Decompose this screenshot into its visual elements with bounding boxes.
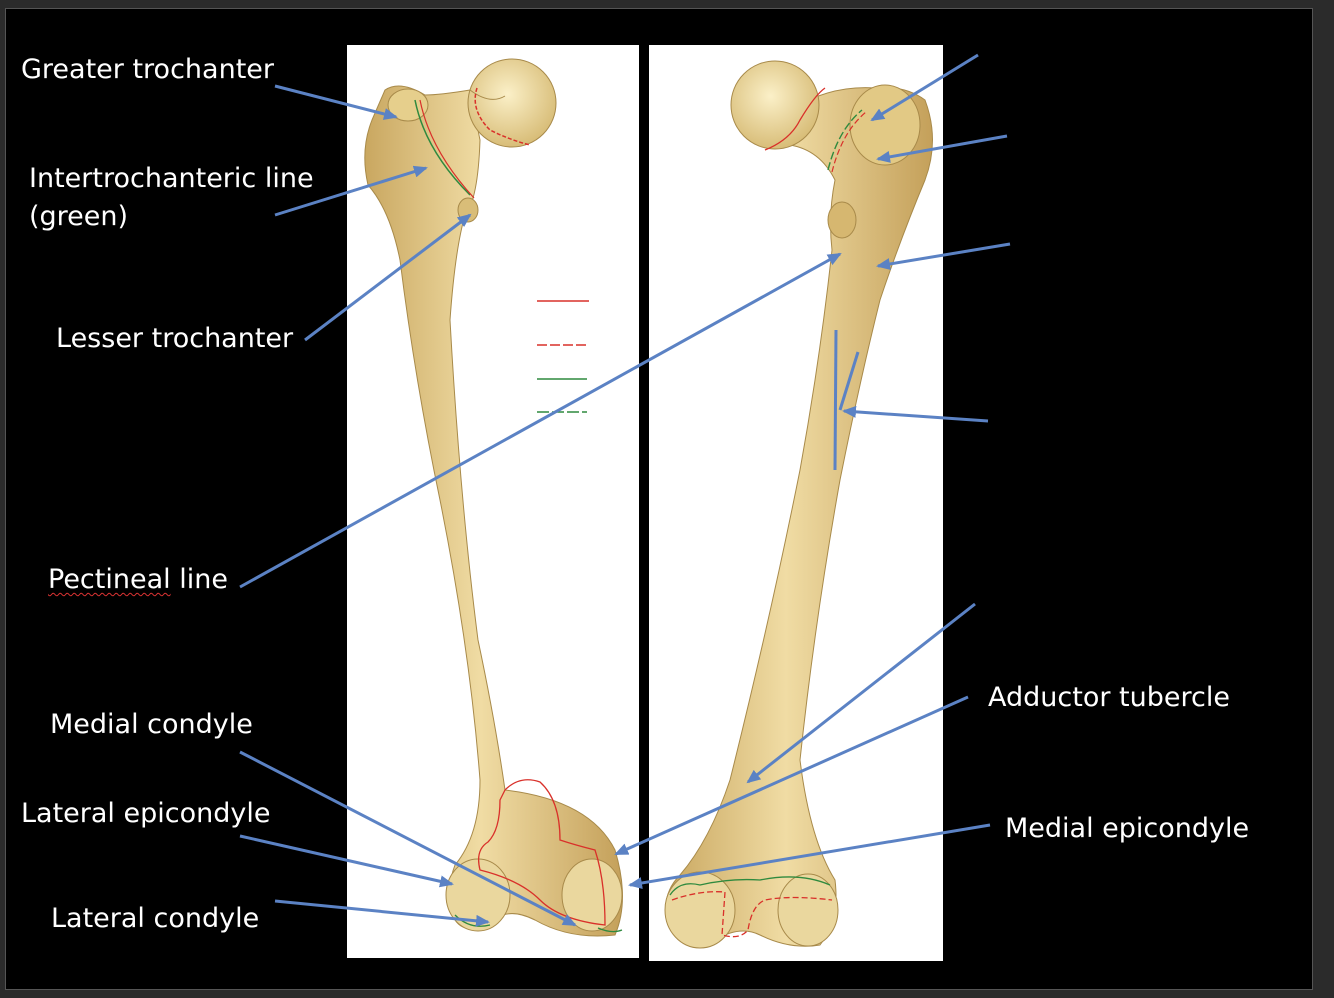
label-lateral-condyle: Lateral condyle [51, 902, 259, 936]
arrow-pectineal-line [240, 254, 840, 587]
arrow-posterior-4 [844, 411, 988, 421]
label-adductor-tubercle: Adductor tubercle [988, 681, 1230, 715]
label-lateral-epicondyle: Lateral epicondyle [21, 797, 270, 831]
label-pectineal-line-word: line [171, 564, 228, 595]
label-lesser-trochanter: Lesser trochanter [56, 322, 293, 356]
arrow-lateral-epicondyle [240, 836, 452, 884]
label-pectineal-line: Pectineal line [48, 563, 228, 597]
label-pectineal-word: Pectineal [48, 564, 171, 595]
arrow-greater-trochanter [275, 86, 396, 117]
label-medial-condyle: Medial condyle [50, 708, 253, 742]
label-intertrochanteric-line-note: (green) [29, 200, 128, 234]
label-medial-epicondyle: Medial epicondyle [1005, 812, 1249, 846]
label-intertrochanteric-line: Intertrochanteric line [29, 162, 314, 196]
label-greater-trochanter: Greater trochanter [21, 53, 274, 87]
